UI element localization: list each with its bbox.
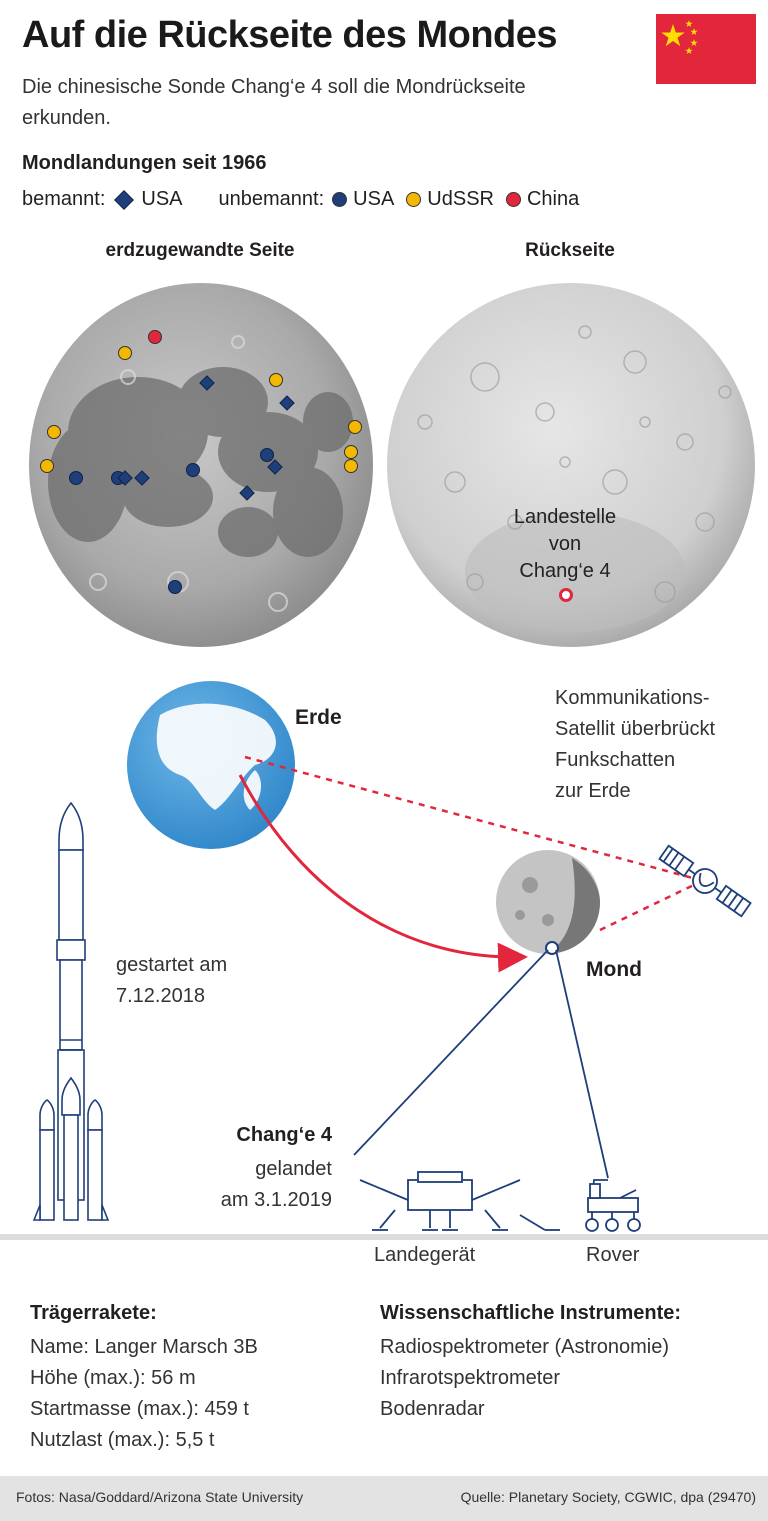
marker-udssr bbox=[269, 373, 283, 387]
pointer-line-rover bbox=[555, 949, 609, 1179]
marker-usa-manned bbox=[267, 459, 283, 475]
source-credits: Quelle: Planetary Society, CGWIC, dpa (2… bbox=[460, 1489, 756, 1505]
china-flag-icon bbox=[656, 14, 756, 84]
instrument-item: Radiospektrometer (Astronomie) bbox=[380, 1336, 669, 1358]
landings-heading: Mondlandungen seit 1966 bbox=[22, 152, 267, 174]
rocket-info: Name: Langer Marsch 3B Höhe (max.): 56 m… bbox=[30, 1332, 258, 1456]
rover-icon bbox=[585, 1179, 641, 1232]
earth-label: Erde bbox=[295, 706, 342, 729]
rocket-name: Name: Langer Marsch 3B bbox=[30, 1336, 258, 1358]
landing-site-label: Landestelle von Chang‘e 4 bbox=[485, 504, 645, 585]
manned-label: bemannt: bbox=[22, 188, 106, 210]
near-side-moon bbox=[29, 283, 373, 647]
launch-note-line2: 7.12.2018 bbox=[116, 985, 205, 1007]
footer: Fotos: Nasa/Goddard/Arizona State Univer… bbox=[0, 1476, 768, 1521]
instrument-item: Infrarotspektrometer bbox=[380, 1367, 561, 1389]
rocket-icon bbox=[32, 801, 110, 1221]
marker-usa-manned bbox=[199, 375, 215, 391]
landing-site-label-line1: Landestelle bbox=[513, 506, 617, 528]
landed-note: gelandet am 3.1.2019 bbox=[150, 1154, 332, 1216]
far-side-moon bbox=[387, 283, 755, 647]
legend-usa-unmanned: USA bbox=[353, 188, 395, 210]
rocket-mass: Startmasse (max.): 459 t bbox=[30, 1398, 249, 1420]
marker-china bbox=[148, 330, 162, 344]
rocket-heading: Trägerrakete: bbox=[30, 1302, 157, 1324]
landed-note-line1: gelandet bbox=[255, 1158, 332, 1180]
landing-site-label-line3: Chang‘e 4 bbox=[519, 560, 611, 582]
udssr-dot-icon bbox=[406, 192, 422, 207]
marker-udssr bbox=[47, 425, 61, 439]
marker-usa bbox=[260, 448, 274, 462]
launch-note-line1: gestartet am bbox=[116, 954, 228, 976]
near-side-heading: erdzugewandte Seite bbox=[105, 240, 295, 261]
landings-legend: bemannt: USA unbemannt: USA UdSSR China bbox=[22, 188, 579, 211]
far-side-heading: Rückseite bbox=[525, 240, 615, 261]
landing-markers bbox=[40, 330, 362, 594]
satellite-note-line1: Kommunikations- bbox=[555, 687, 710, 709]
marker-usa bbox=[69, 471, 83, 485]
launch-note: gestartet am 7.12.2018 bbox=[116, 950, 296, 1012]
lander-icon bbox=[359, 1171, 560, 1231]
china-dot-icon bbox=[505, 192, 521, 207]
marker-usa-manned bbox=[134, 470, 150, 486]
pointer-line-lander bbox=[353, 949, 549, 1156]
satellite-note-line3: Funkschatten bbox=[555, 749, 676, 771]
moon-icon bbox=[496, 850, 600, 955]
marker-udssr bbox=[348, 420, 362, 434]
marker-usa bbox=[186, 463, 200, 477]
marker-usa-manned bbox=[239, 485, 255, 501]
rocket-payload: Nutzlast (max.): 5,5 t bbox=[30, 1429, 215, 1451]
marker-udssr bbox=[118, 346, 132, 360]
moon-label: Mond bbox=[586, 958, 642, 981]
satellite-note-line2: Satellit überbrückt bbox=[555, 718, 716, 740]
legend-usa-manned: USA bbox=[141, 188, 183, 210]
trajectory-arrow bbox=[238, 774, 528, 973]
photo-credits: Fotos: Nasa/Goddard/Arizona State Univer… bbox=[16, 1489, 304, 1505]
unmanned-label: unbemannt: bbox=[218, 188, 325, 210]
lander-label: Landegerät bbox=[374, 1244, 476, 1266]
rover-label: Rover bbox=[586, 1244, 640, 1266]
satellite-note-line4: zur Erde bbox=[555, 780, 631, 802]
diamond-usa-icon bbox=[114, 189, 135, 210]
marker-udssr bbox=[40, 459, 54, 473]
satellite-icon bbox=[658, 844, 752, 918]
mission-diagram bbox=[0, 681, 768, 1240]
ground-line bbox=[0, 1234, 768, 1240]
usa-dot-icon bbox=[332, 192, 348, 207]
instrument-item: Bodenradar bbox=[380, 1398, 485, 1420]
rocket-height: Höhe (max.): 56 m bbox=[30, 1367, 196, 1389]
marker-usa bbox=[168, 580, 182, 594]
marker-udssr bbox=[344, 459, 358, 473]
probe-label: Chang‘e 4 bbox=[236, 1124, 332, 1146]
earth-icon bbox=[127, 681, 295, 849]
page-title: Auf die Rückseite des Mondes bbox=[22, 14, 558, 56]
marker-udssr bbox=[344, 445, 358, 459]
marker-usa-manned bbox=[279, 395, 295, 411]
legend-udssr: UdSSR bbox=[427, 188, 494, 210]
instruments-list: Radiospektrometer (Astronomie) Infrarots… bbox=[380, 1332, 669, 1425]
satellite-note: Kommunikations- Satellit überbrückt Funk… bbox=[555, 683, 755, 807]
change4-site-marker bbox=[559, 588, 573, 602]
landing-site-label-line2: von bbox=[548, 533, 582, 555]
marker-usa-manned bbox=[117, 470, 133, 486]
comm-line-moon-satellite bbox=[599, 880, 701, 932]
instruments-heading: Wissenschaftliche Instrumente: bbox=[380, 1302, 682, 1324]
legend-china: China bbox=[526, 188, 580, 210]
subtitle: Die chinesische Sonde Chang‘e 4 soll die… bbox=[22, 76, 526, 129]
landed-note-line2: am 3.1.2019 bbox=[220, 1189, 332, 1211]
